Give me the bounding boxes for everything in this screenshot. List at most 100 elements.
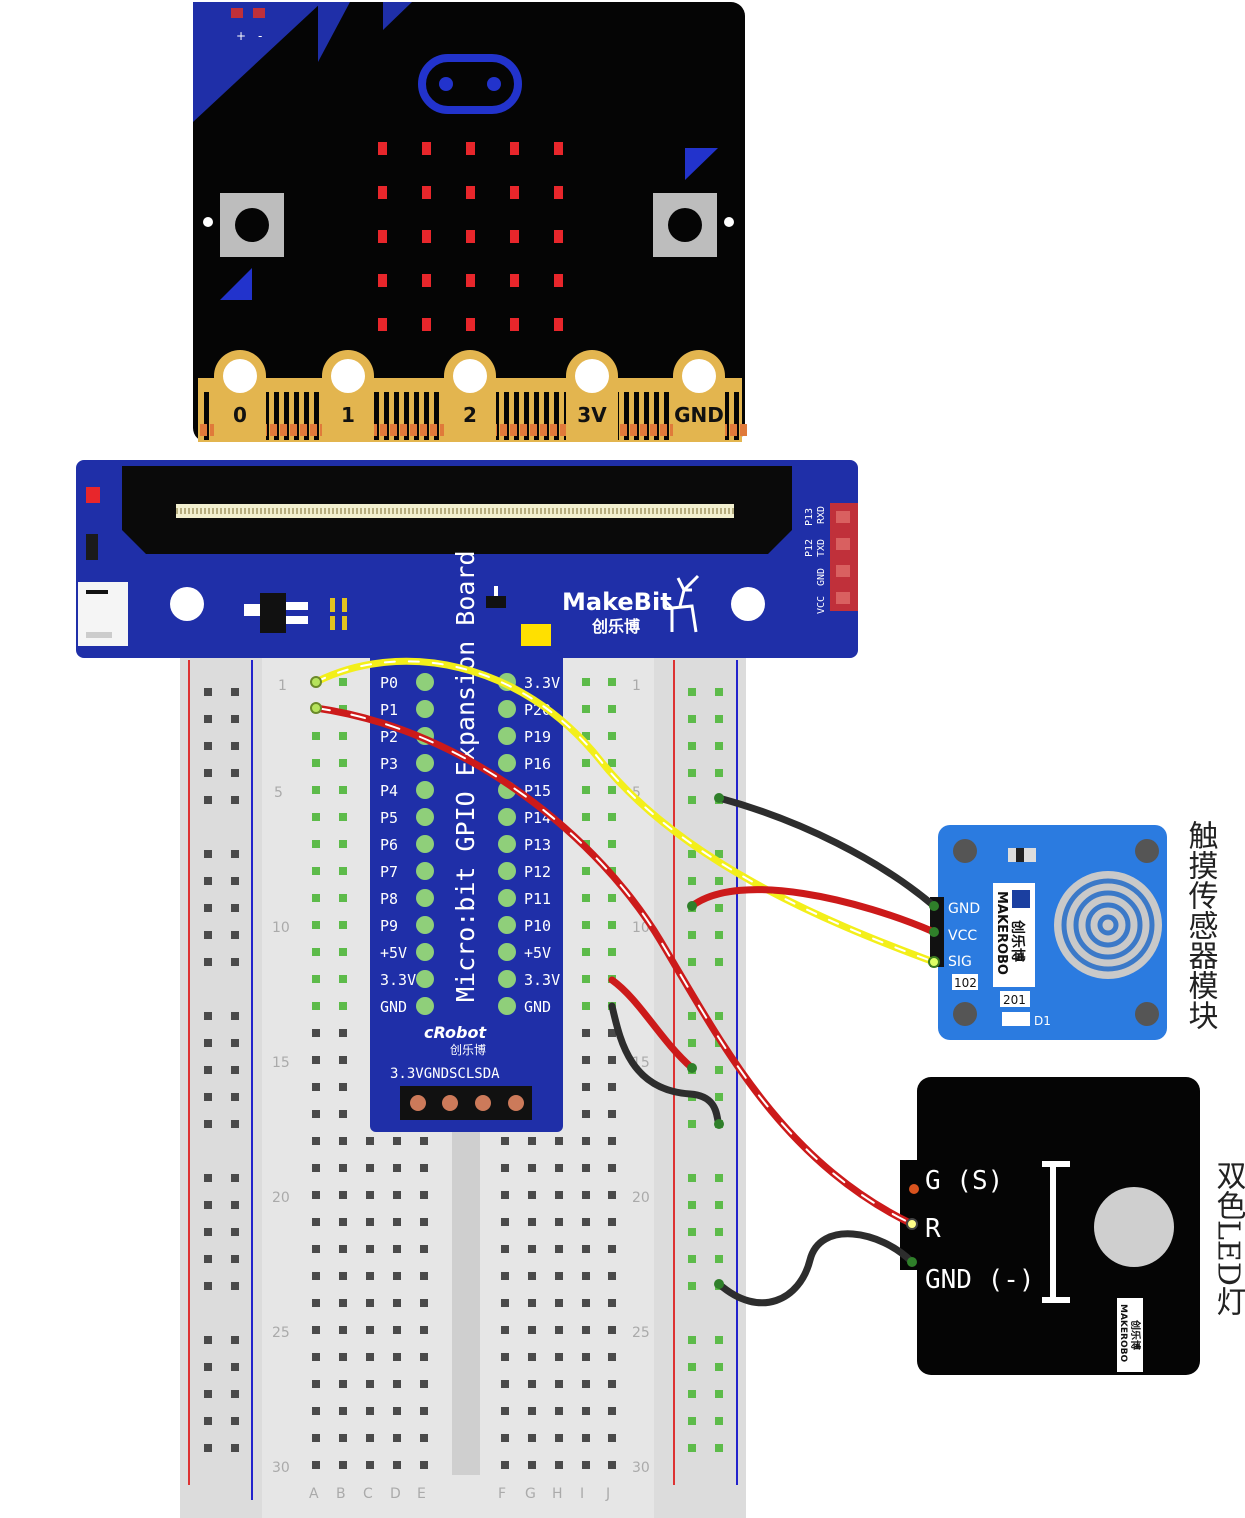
header-label: GND — [816, 568, 827, 586]
breadboard-hole — [339, 1083, 347, 1091]
breadboard-hole — [608, 1434, 616, 1442]
gpio-label-right: 3.3V — [524, 674, 560, 692]
rail-hole — [688, 1417, 696, 1425]
rail-hole — [715, 877, 723, 885]
breadboard-hole — [339, 1461, 347, 1469]
microbit-pins: 0 1 2 3V GND — [214, 350, 725, 442]
gpio-label-left: P5 — [380, 809, 398, 827]
breadboard-hole — [501, 1434, 509, 1442]
breadboard-hole — [555, 1461, 563, 1469]
breadboard-hole — [582, 894, 590, 902]
breadboard-hole — [420, 1164, 428, 1172]
touch-sensor-caption-text: 触摸传感器模块 — [1183, 820, 1219, 1030]
led — [378, 142, 387, 155]
rail-hole — [204, 1066, 212, 1074]
breadboard-hole — [528, 1353, 536, 1361]
pin-pad[interactable]: 1 — [322, 350, 374, 442]
breadboard-hole — [501, 1353, 509, 1361]
gpio-label-left: P4 — [380, 782, 398, 800]
breadboard-hole — [582, 1407, 590, 1415]
breadboard-hole — [582, 1461, 590, 1469]
touch-pad-icon — [1054, 871, 1162, 979]
rail-hole — [204, 769, 212, 777]
edge-finger — [384, 392, 389, 440]
breadboard-hole — [528, 1218, 536, 1226]
breadboard-hole — [420, 1434, 428, 1442]
button-a[interactable] — [220, 193, 284, 257]
led — [378, 318, 387, 331]
edge-pad — [650, 424, 657, 436]
header-labels: P13 RXD P12 TXD GND VCC — [804, 506, 827, 614]
breadboard-hole — [312, 1299, 320, 1307]
pin-pad[interactable]: GND — [673, 350, 725, 442]
rail-hole — [204, 1282, 212, 1290]
breadboard-hole — [608, 1083, 616, 1091]
breadboard-hole — [339, 894, 347, 902]
rail-hole — [688, 850, 696, 858]
breadboard-hole — [339, 1110, 347, 1118]
breadboard-hole — [582, 1164, 590, 1172]
led — [378, 186, 387, 199]
led — [466, 274, 475, 287]
pin-label: 2 — [463, 403, 477, 427]
rail-hole — [715, 1174, 723, 1182]
gpio-pin — [498, 970, 516, 988]
led — [554, 274, 563, 287]
rail-hole — [688, 1012, 696, 1020]
breadboard-hole — [582, 975, 590, 983]
breadboard-hole — [555, 1191, 563, 1199]
breadboard-hole — [393, 1191, 401, 1199]
pin-pad[interactable]: 0 — [214, 350, 266, 442]
deer-icon — [662, 574, 700, 633]
led — [422, 230, 431, 243]
breadboard-hole — [501, 1326, 509, 1334]
row-number: 5 — [274, 785, 283, 801]
rail-hole — [231, 1066, 239, 1074]
edge-finger — [554, 392, 559, 440]
breadboard-hole — [339, 1137, 347, 1145]
rail-hole — [231, 1336, 239, 1344]
breadboard-hole — [528, 1137, 536, 1145]
button-b[interactable] — [653, 193, 717, 257]
part-label: 102 — [954, 976, 977, 990]
breadboard-hole — [312, 921, 320, 929]
gpio-pin — [498, 997, 516, 1015]
rail-hole — [231, 796, 239, 804]
breadboard-hole — [582, 759, 590, 767]
gpio-label-right: P15 — [524, 782, 551, 800]
breadboard-hole — [339, 1299, 347, 1307]
breadboard-hole — [366, 1461, 374, 1469]
led-module-pins: G (S) R GND (-) — [925, 1166, 1035, 1295]
rail-hole — [204, 1012, 212, 1020]
rail-hole — [688, 769, 696, 777]
rail-hole — [715, 1066, 723, 1074]
gpio-label-left: GND — [380, 998, 407, 1016]
breadboard-hole — [312, 1056, 320, 1064]
breadboard-hole — [312, 948, 320, 956]
wire-black-rail-gnd — [715, 794, 938, 910]
pin-pad[interactable]: 3V — [566, 350, 618, 442]
edge-finger — [734, 392, 739, 440]
breadboard-hole — [339, 1218, 347, 1226]
breadboard-hole — [528, 1407, 536, 1415]
rail-hole — [715, 715, 723, 723]
edge-finger — [634, 392, 639, 440]
led — [422, 274, 431, 287]
breadboard-hole — [555, 1299, 563, 1307]
gpio-pin — [416, 916, 434, 934]
breadboard-hole — [312, 732, 320, 740]
gpio-label-left: P3 — [380, 755, 398, 773]
edge-pad — [730, 424, 737, 436]
edge-pad — [560, 424, 567, 436]
touch-brand: MAKEROBO — [994, 891, 1009, 975]
breadboard-hole — [393, 1407, 401, 1415]
wire-black-gnd-rail — [608, 1002, 723, 1128]
breadboard-hole — [608, 1218, 616, 1226]
breadboard-hole — [420, 1245, 428, 1253]
gpio-label-left: P1 — [380, 701, 398, 719]
pin-label: 1 — [341, 403, 355, 427]
wire-red-p1-r — [312, 704, 916, 1228]
breadboard-hole — [608, 1326, 616, 1334]
edge-pad — [290, 424, 297, 436]
pin-pad[interactable]: 2 — [444, 350, 496, 442]
